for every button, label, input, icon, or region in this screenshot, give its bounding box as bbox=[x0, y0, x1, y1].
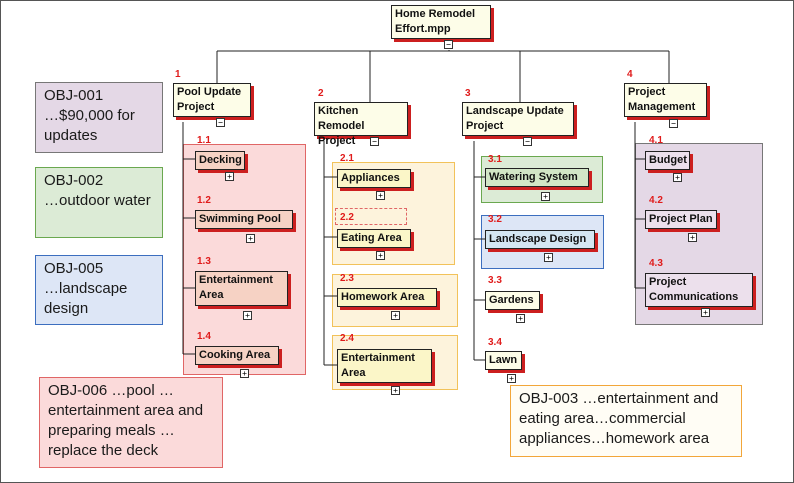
collapse-icon[interactable]: − bbox=[444, 40, 453, 49]
node-number: 1.1 bbox=[197, 135, 211, 146]
node-number: 1.2 bbox=[197, 195, 211, 206]
node-number: 4.3 bbox=[649, 258, 663, 269]
branch-label: Kitchen Remodel Project bbox=[318, 105, 365, 147]
node-number: 2.3 bbox=[340, 273, 354, 284]
branch-label: Landscape Update Project bbox=[466, 105, 564, 132]
node-budget[interactable]: Budget bbox=[645, 151, 690, 170]
branch-number: 3 bbox=[465, 88, 471, 99]
node-number: 2.4 bbox=[340, 333, 354, 344]
node-entertainment-area[interactable]: Entertainment Area bbox=[195, 271, 288, 306]
node-entertainment-area-kitchen[interactable]: Entertainment Area bbox=[337, 349, 432, 383]
node-label: Decking bbox=[199, 154, 242, 166]
root-node[interactable]: Home Remodel Effort.mpp bbox=[391, 5, 491, 39]
expand-icon[interactable]: + bbox=[225, 172, 234, 181]
objective-id: OBJ-006 bbox=[48, 382, 108, 399]
expand-icon[interactable]: + bbox=[541, 192, 550, 201]
expand-icon[interactable]: + bbox=[391, 311, 400, 320]
node-cooking-area[interactable]: Cooking Area bbox=[195, 346, 279, 365]
node-homework-area[interactable]: Homework Area bbox=[337, 288, 437, 307]
node-number: 1.4 bbox=[197, 331, 211, 342]
node-number: 3.4 bbox=[488, 337, 502, 348]
expand-icon[interactable]: + bbox=[391, 386, 400, 395]
expand-icon[interactable]: + bbox=[516, 314, 525, 323]
node-label: Project Communications bbox=[649, 276, 739, 303]
expand-icon[interactable]: + bbox=[240, 369, 249, 378]
expand-icon[interactable]: + bbox=[688, 233, 697, 242]
expand-icon[interactable]: + bbox=[246, 234, 255, 243]
collapse-icon[interactable]: − bbox=[669, 119, 678, 128]
node-label: Entertainment Area bbox=[341, 352, 415, 379]
expand-icon[interactable]: + bbox=[376, 251, 385, 260]
branch-number: 2 bbox=[318, 88, 324, 99]
node-label: Cooking Area bbox=[199, 349, 271, 361]
objective-obj-006: OBJ-006 …pool …entertainment area and pr… bbox=[39, 377, 223, 468]
objective-text: …entertainment and eating area…commercia… bbox=[519, 390, 719, 447]
node-project-communications[interactable]: Project Communications bbox=[645, 273, 753, 307]
node-number: 2.1 bbox=[340, 153, 354, 164]
objective-text: …landscape design bbox=[44, 280, 128, 317]
objective-id: OBJ-005 bbox=[44, 260, 104, 277]
node-label: Homework Area bbox=[341, 291, 425, 303]
node-label: Lawn bbox=[489, 354, 518, 366]
objective-text: …pool …entertainment area and preparing … bbox=[48, 382, 204, 459]
objective-id: OBJ-003 bbox=[519, 390, 579, 407]
objective-obj-002: OBJ-002 …outdoor water bbox=[35, 167, 163, 238]
node-number: 2.2 bbox=[340, 212, 354, 223]
expand-icon[interactable]: + bbox=[376, 191, 385, 200]
objective-text: …$90,000 for updates bbox=[44, 107, 135, 144]
node-watering-system[interactable]: Watering System bbox=[485, 168, 589, 187]
node-appliances[interactable]: Appliances bbox=[337, 169, 411, 188]
node-swimming-pool[interactable]: Swimming Pool bbox=[195, 210, 293, 229]
node-label: Gardens bbox=[489, 294, 534, 306]
pool-region bbox=[183, 144, 306, 375]
collapse-icon[interactable]: − bbox=[216, 118, 225, 127]
expand-icon[interactable]: + bbox=[544, 253, 553, 262]
objective-obj-001: OBJ-001 …$90,000 for updates bbox=[35, 82, 163, 153]
expand-icon[interactable]: + bbox=[701, 308, 710, 317]
node-landscape-design[interactable]: Landscape Design bbox=[485, 230, 595, 249]
node-number: 1.3 bbox=[197, 256, 211, 267]
node-label: Entertainment Area bbox=[199, 274, 273, 301]
collapse-icon[interactable]: − bbox=[523, 137, 532, 146]
objective-id: OBJ-002 bbox=[44, 172, 104, 189]
node-label: Swimming Pool bbox=[199, 213, 281, 225]
branch-node-pool-update[interactable]: Pool Update Project bbox=[173, 83, 251, 117]
node-label: Budget bbox=[649, 154, 687, 166]
node-eating-area[interactable]: Eating Area bbox=[337, 229, 411, 248]
root-label: Home Remodel Effort.mpp bbox=[395, 8, 476, 35]
node-number: 3.1 bbox=[488, 154, 502, 165]
branch-node-kitchen-remodel[interactable]: Kitchen Remodel Project bbox=[314, 102, 408, 147]
branch-node-landscape-update[interactable]: Landscape Update Project bbox=[462, 102, 574, 136]
node-label: Eating Area bbox=[341, 232, 402, 244]
node-label: Landscape Design bbox=[489, 233, 587, 245]
branch-label: Pool Update Project bbox=[177, 86, 242, 113]
branch-node-project-management[interactable]: Project Management bbox=[624, 83, 707, 117]
expand-icon[interactable]: + bbox=[673, 173, 682, 182]
node-lawn[interactable]: Lawn bbox=[485, 351, 522, 370]
branch-number: 4 bbox=[627, 69, 633, 80]
node-number: 3.3 bbox=[488, 275, 502, 286]
objective-obj-005: OBJ-005 …landscape design bbox=[35, 255, 163, 325]
node-number: 4.2 bbox=[649, 195, 663, 206]
branch-label: Project Management bbox=[628, 86, 696, 113]
node-label: Appliances bbox=[341, 172, 400, 184]
objective-id: OBJ-001 bbox=[44, 87, 104, 104]
node-gardens[interactable]: Gardens bbox=[485, 291, 540, 310]
objective-obj-003: OBJ-003 …entertainment and eating area…c… bbox=[510, 385, 742, 457]
node-number: 4.1 bbox=[649, 135, 663, 146]
objective-text: …outdoor water bbox=[44, 192, 151, 209]
node-project-plan[interactable]: Project Plan bbox=[645, 210, 717, 229]
branch-number: 1 bbox=[175, 69, 181, 80]
node-number: 3.2 bbox=[488, 214, 502, 225]
dashed-box bbox=[335, 208, 407, 225]
node-decking[interactable]: Decking bbox=[195, 151, 245, 170]
expand-icon[interactable]: + bbox=[507, 374, 516, 383]
node-label: Watering System bbox=[489, 171, 578, 183]
expand-icon[interactable]: + bbox=[243, 311, 252, 320]
collapse-icon[interactable]: − bbox=[370, 137, 379, 146]
node-label: Project Plan bbox=[649, 213, 713, 225]
